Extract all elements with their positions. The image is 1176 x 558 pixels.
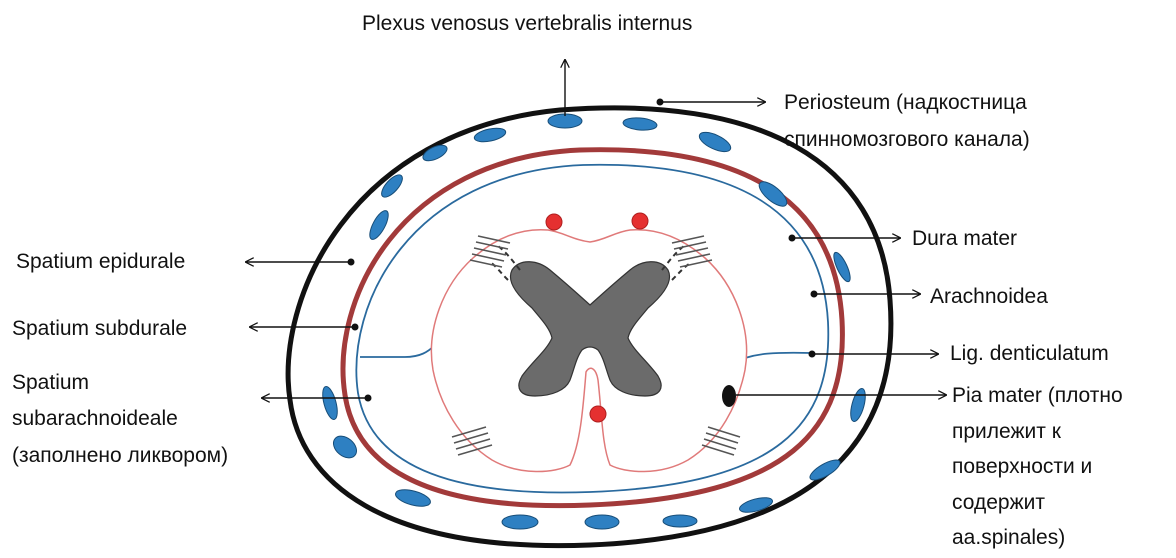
vein	[663, 515, 697, 527]
label-pia-line-4: содержит	[952, 489, 1045, 516]
vein	[755, 178, 790, 211]
vein	[320, 385, 340, 421]
vein	[623, 117, 658, 132]
label-pia-line-2: прилежит к	[952, 418, 1061, 445]
vein	[848, 387, 868, 423]
label-plexus: Plexus venosus vertebralis internus	[362, 10, 692, 37]
label-pia-line-3: поверхности и	[952, 453, 1092, 480]
vein	[807, 456, 842, 483]
vein	[329, 432, 360, 463]
label-periosteum-line-2: спинномозгового канала)	[784, 126, 1030, 153]
artery-dot	[632, 213, 648, 229]
label-spatium-epidurale: Spatium epidurale	[16, 248, 185, 275]
label-arachnoidea: Arachnoidea	[930, 283, 1048, 310]
artery-dot	[546, 214, 562, 230]
pia-mater-marker	[722, 385, 736, 407]
label-pia-line-5: aa.spinales)	[952, 524, 1065, 551]
label-spatium-subarach-line-3: (заполнено ликвором)	[12, 442, 228, 469]
vein	[394, 487, 432, 510]
label-spatium-subarach-line-2: subarachnoideale	[12, 405, 178, 432]
label-spatium-subarach-line-1: Spatium	[12, 369, 89, 396]
vein	[548, 114, 582, 128]
label-lig-denticulatum: Lig. denticulatum	[950, 340, 1109, 367]
vein	[502, 515, 538, 529]
vein	[366, 208, 392, 242]
label-pia-line-1: Pia mater (плотно	[952, 382, 1123, 409]
vein	[585, 515, 619, 529]
label-dura-mater: Dura mater	[912, 225, 1017, 252]
artery-dot	[590, 406, 606, 422]
vein	[697, 128, 734, 155]
label-spatium-subdurale: Spatium subdurale	[12, 315, 187, 342]
label-periosteum-line-1: Periosteum (надкостница	[784, 89, 1027, 116]
